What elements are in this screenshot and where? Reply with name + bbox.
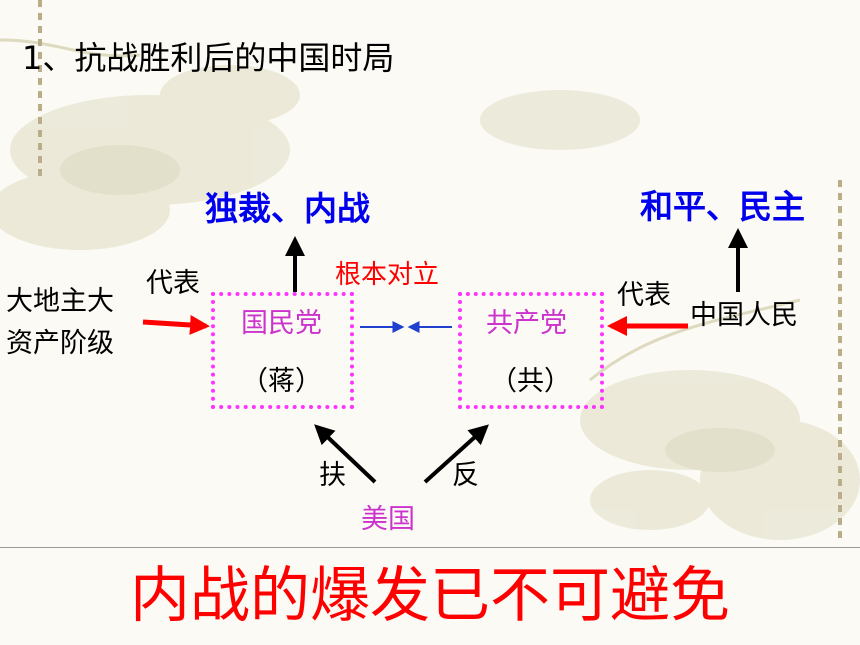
kmt-box [211, 292, 354, 409]
people-goal: 和平、民主 [640, 187, 805, 226]
oppose-arrow [423, 424, 489, 484]
support-label: 扶 [319, 460, 346, 491]
left-represent-arrow [142, 315, 210, 335]
left-represent-label: 代表 [146, 268, 200, 299]
cpc-short: （共） [490, 366, 571, 397]
left-class-line1: 大地主大 [6, 286, 114, 317]
left-class-line2: 资产阶级 [6, 328, 114, 359]
kmt-short: （蒋） [241, 366, 322, 397]
usa-label: 美国 [361, 504, 415, 535]
people-label: 中国人民 [690, 300, 798, 331]
support-arrow [314, 424, 377, 484]
cpc-name: 共产党 [486, 308, 567, 339]
kmt-name: 国民党 [241, 308, 322, 339]
right-represent-label: 代表 [617, 280, 671, 311]
cpc-box [458, 292, 604, 409]
divider-line [0, 547, 860, 548]
kmt-goal: 独裁、内战 [205, 189, 370, 228]
oppose-label: 反 [452, 460, 479, 491]
conflict-label: 根本对立 [335, 260, 440, 290]
slide-title: 1、抗战胜利后的中国时局 [22, 39, 395, 77]
conclusion-text: 内战的爆发已不可避免 [130, 561, 730, 631]
